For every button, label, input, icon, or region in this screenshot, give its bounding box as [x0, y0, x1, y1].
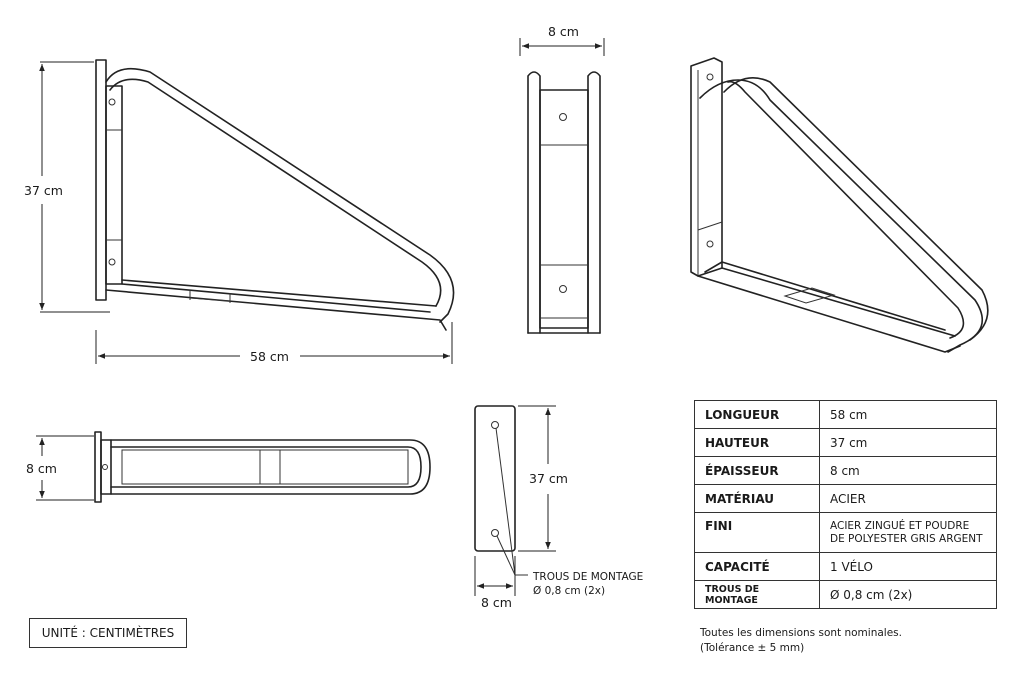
side-length-label: 58 cm	[250, 349, 289, 364]
front-width-label: 8 cm	[548, 24, 579, 39]
callout-label: TROUS DE MONTAGE	[532, 571, 643, 583]
top-view	[36, 431, 431, 503]
spec-value: ACIER	[819, 484, 997, 513]
isometric-view	[690, 57, 989, 353]
spec-key: MATÉRIAU	[694, 484, 820, 513]
spec-key: FINI	[694, 512, 820, 553]
spec-key: ÉPAISSEUR	[694, 456, 820, 485]
spec-value: Ø 0,8 cm (2x)	[819, 580, 997, 609]
spec-value: 58 cm	[819, 400, 997, 429]
unit-box: UNITÉ : CENTIMÈTRES	[29, 618, 187, 648]
spec-key: TROUS DE MONTAGE	[694, 580, 820, 609]
note-line-1: Toutes les dimensions sont nominales.	[700, 627, 902, 639]
note-line-2: (Tolérance ± 5 mm)	[700, 642, 805, 654]
spec-key: LONGUEUR	[694, 400, 820, 429]
spec-value: 37 cm	[819, 428, 997, 457]
plate-width-label: 8 cm	[481, 595, 512, 610]
spec-value: ACIER ZINGUÉ ET POUDRE DE POLYESTER GRIS…	[819, 512, 997, 553]
plate-view	[474, 405, 556, 596]
spec-value: 8 cm	[819, 456, 997, 485]
unit-label: UNITÉ : CENTIMÈTRES	[41, 626, 175, 640]
spec-key: CAPACITÉ	[694, 552, 820, 581]
top-width-label: 8 cm	[26, 461, 57, 476]
plate-height-label: 37 cm	[529, 471, 568, 486]
spec-value: 1 VÉLO	[819, 552, 997, 581]
spec-key: HAUTEUR	[694, 428, 820, 457]
notes: Toutes les dimensions sont nominales. (T…	[700, 626, 902, 656]
side-height-label: 37 cm	[24, 183, 63, 198]
side-view	[39, 59, 455, 364]
front-view	[519, 38, 605, 334]
callout-detail: Ø 0,8 cm (2x)	[533, 585, 605, 597]
